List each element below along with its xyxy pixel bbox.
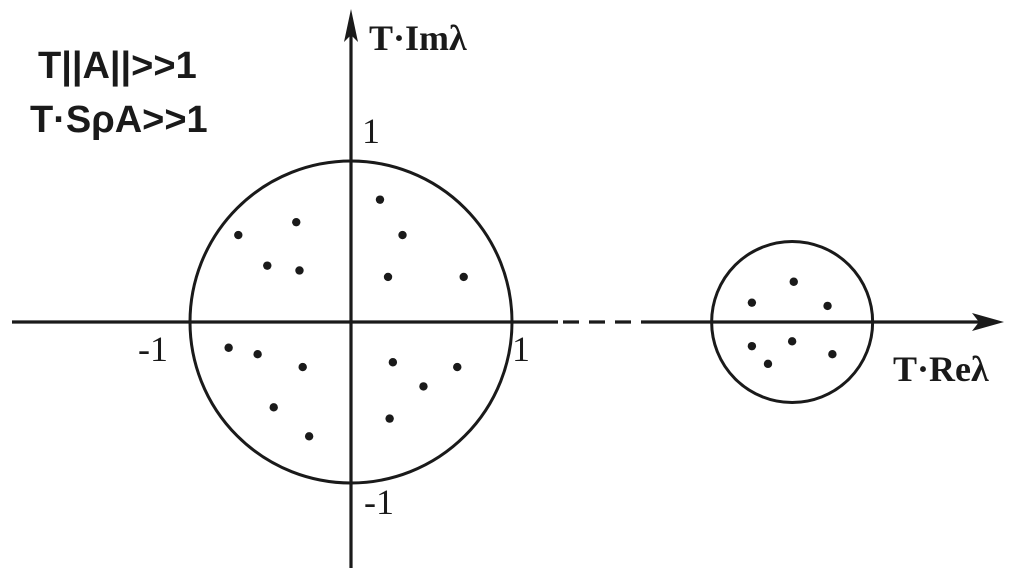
eigenvalue-point	[269, 403, 278, 412]
eigenvalue-point	[234, 230, 243, 240]
far-cluster-circle	[710, 240, 875, 404]
tick-label-x-neg: -1	[138, 329, 168, 369]
eigenvalue-point	[828, 350, 837, 359]
eigenvalue-point	[453, 362, 462, 372]
eigenvalue-point	[398, 230, 407, 240]
eigenvalue-point	[763, 359, 773, 369]
tick-label-x-pos: 1	[512, 329, 530, 369]
eigenvalue-point	[375, 195, 385, 204]
eigenvalue-point	[789, 277, 798, 286]
eigenvalue-point	[787, 337, 797, 346]
eigenvalue-point	[383, 272, 393, 282]
eigenvalue-point	[253, 350, 262, 359]
imag-axis-arrow-icon	[344, 9, 358, 42]
eigenvalue-point	[419, 382, 428, 391]
imag-axis-label: T·Imλ	[369, 18, 467, 58]
eigenvalue-point	[747, 298, 757, 307]
tick-label-y-pos: 1	[362, 111, 380, 151]
eigenvalue-point	[747, 341, 757, 351]
eigenvalue-point	[823, 301, 832, 311]
real-axis-arrow-icon	[972, 313, 1004, 331]
eigenvalue-point	[459, 272, 468, 282]
eigenvalue-point	[295, 266, 304, 275]
real-axis-label: T·Reλ	[893, 349, 989, 389]
eigenvalue-point	[304, 432, 314, 441]
circles-layer	[188, 159, 875, 485]
eigenvalue-point	[298, 362, 307, 372]
norm-condition: T||A||>>1	[38, 45, 197, 87]
tick-label-y-neg: -1	[364, 482, 394, 522]
eigenvalue-point	[292, 217, 301, 227]
eigenvalue-point	[263, 261, 272, 270]
spectral-radius-condition: T·SρA>>1	[30, 99, 208, 141]
eigenvalue-point	[385, 414, 394, 423]
eigenvalue-point	[224, 343, 233, 352]
unit-circle	[188, 159, 514, 485]
eigenvalue-point	[388, 358, 398, 367]
eigenvalue-points	[224, 195, 837, 441]
